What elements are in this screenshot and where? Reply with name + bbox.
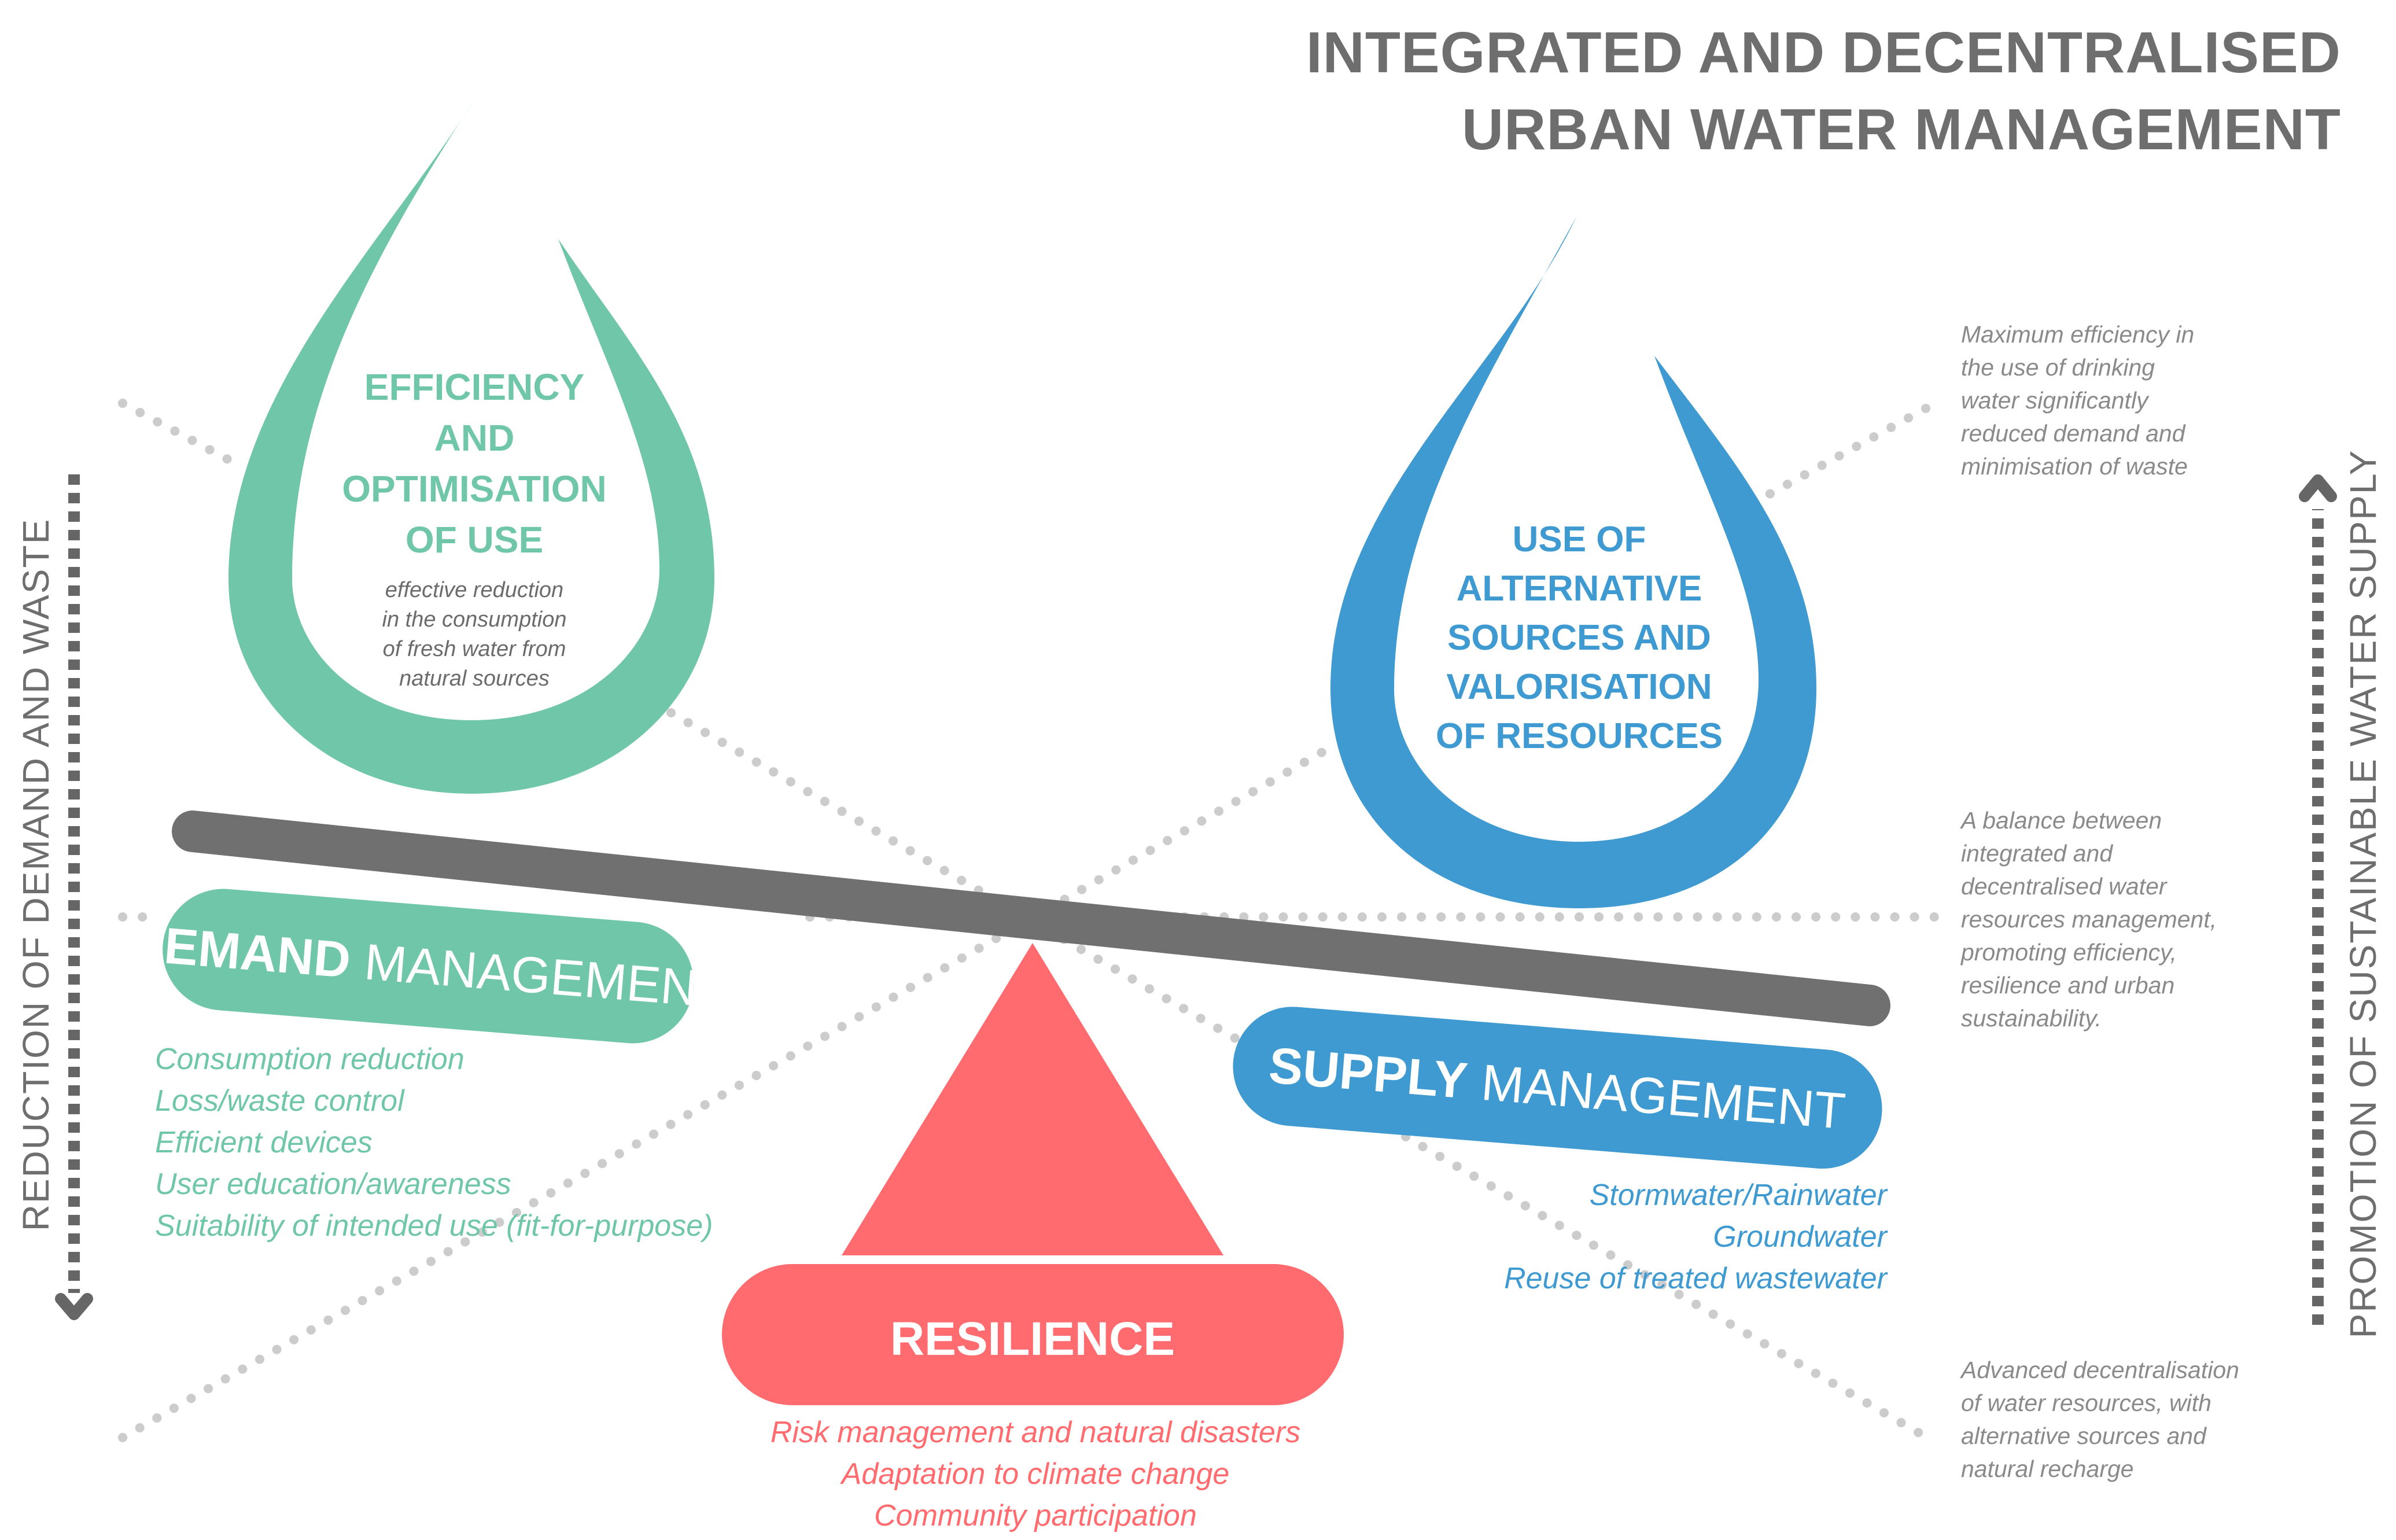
note-middle-line: A balance between	[1961, 807, 2162, 834]
efficiency-heading-line: EFFICIENCY	[364, 366, 585, 408]
title-line-2: URBAN WATER MANAGEMENT	[1461, 97, 2341, 162]
note-middle-line: resilience and urban	[1961, 972, 2175, 999]
supply-list-item: Reuse of treated wastewater	[1504, 1262, 1887, 1295]
supply-list-item: Stormwater/Rainwater	[1589, 1178, 1887, 1212]
demand-management-pill	[163, 889, 694, 1044]
efficiency-heading-line: AND	[434, 417, 515, 459]
alternative-sources-heading: USE OF ALTERNATIVE SOURCES AND VALORISAT…	[1383, 515, 1776, 761]
right-axis-arrow-head	[2299, 474, 2337, 502]
efficiency-description-line: in the consumption	[382, 607, 567, 632]
alternative-heading-line: VALORISATION	[1446, 667, 1712, 707]
note-middle-line: resources management,	[1961, 906, 2217, 933]
demand-list-item: Loss/waste control	[155, 1084, 404, 1118]
guide-line-top-left	[118, 399, 248, 472]
note-middle-line: decentralised water	[1961, 873, 2167, 900]
note-bottom-line: natural recharge	[1961, 1456, 2134, 1482]
note-top-line: the use of drinking	[1961, 354, 2155, 381]
demand-list-item: Suitability of intended use (fit-for-pur…	[155, 1209, 713, 1243]
efficiency-description-line: of fresh water from	[382, 637, 566, 661]
left-axis-label: REDUCTION OF DEMAND AND WASTE	[15, 518, 57, 1232]
demand-management-list: Consumption reduction Loss/waste control…	[155, 1038, 713, 1247]
alternative-heading-line: USE OF	[1512, 520, 1646, 559]
note-middle: A balance between integrated and decentr…	[1961, 804, 2331, 1035]
note-bottom: Advanced decentralisation of water resou…	[1961, 1354, 2331, 1486]
guide-line-ascending	[118, 743, 1335, 1442]
resilience-list-item: Community participation	[874, 1499, 1197, 1532]
demand-list-item: Consumption reduction	[155, 1042, 465, 1076]
resilience-list: Risk management and natural disasters Ad…	[665, 1412, 1406, 1537]
page-title: INTEGRATED AND DECENTRALISED URBAN WATER…	[1306, 14, 2341, 168]
note-middle-line: promoting efficiency,	[1961, 939, 2177, 966]
supply-list-item: Groundwater	[1713, 1220, 1887, 1254]
alternative-heading-line: ALTERNATIVE	[1456, 569, 1702, 609]
alternative-heading-line: SOURCES AND	[1447, 618, 1711, 658]
right-axis-label: PROMOTION OF SUSTAINABLE WATER SUPPLY	[2342, 449, 2384, 1339]
efficiency-description-line: effective reduction	[385, 578, 564, 602]
efficiency-description-line: natural sources	[399, 666, 550, 691]
supply-management-list: Stormwater/Rainwater Groundwater Reuse o…	[1504, 1174, 1887, 1299]
resilience-pill	[722, 1264, 1344, 1405]
note-middle-line: sustainability.	[1961, 1005, 2102, 1031]
note-top-line: Maximum efficiency in	[1961, 321, 2195, 348]
note-top-line: water significantly	[1961, 387, 2148, 414]
efficiency-description: effective reduction in the consumption o…	[336, 576, 613, 694]
demand-list-item: User education/awareness	[155, 1167, 511, 1201]
resilience-list-item: Risk management and natural disasters	[770, 1416, 1301, 1449]
note-bottom-line: alternative sources and	[1961, 1423, 2206, 1449]
demand-list-item: Efficient devices	[155, 1126, 373, 1159]
supply-management-pill	[1233, 1007, 1882, 1169]
alternative-heading-line: OF RESOURCES	[1435, 716, 1723, 756]
note-top-line: minimisation of waste	[1961, 453, 2188, 480]
note-bottom-line: Advanced decentralisation	[1961, 1357, 2239, 1383]
resilience-label: RESILIENCE	[890, 1313, 1175, 1365]
efficiency-heading-line: OPTIMISATION	[342, 468, 607, 510]
guide-line-top-right	[1748, 400, 1937, 508]
note-top-line: reduced demand and	[1961, 420, 2185, 447]
efficiency-heading-line: OF USE	[405, 519, 544, 561]
note-bottom-line: of water resources, with	[1961, 1390, 2211, 1416]
note-middle-line: integrated and	[1961, 840, 2113, 867]
resilience-fulcrum-triangle	[842, 943, 1223, 1255]
efficiency-heading: EFFICIENCY AND OPTIMISATION OF USE	[301, 362, 648, 565]
left-axis-arrow-head	[55, 1293, 93, 1320]
resilience-list-item: Adaptation to climate change	[841, 1457, 1230, 1491]
balance-beam	[172, 810, 1890, 1026]
title-line-1: INTEGRATED AND DECENTRALISED	[1306, 20, 2341, 85]
note-top: Maximum efficiency in the use of drinkin…	[1961, 318, 2331, 483]
